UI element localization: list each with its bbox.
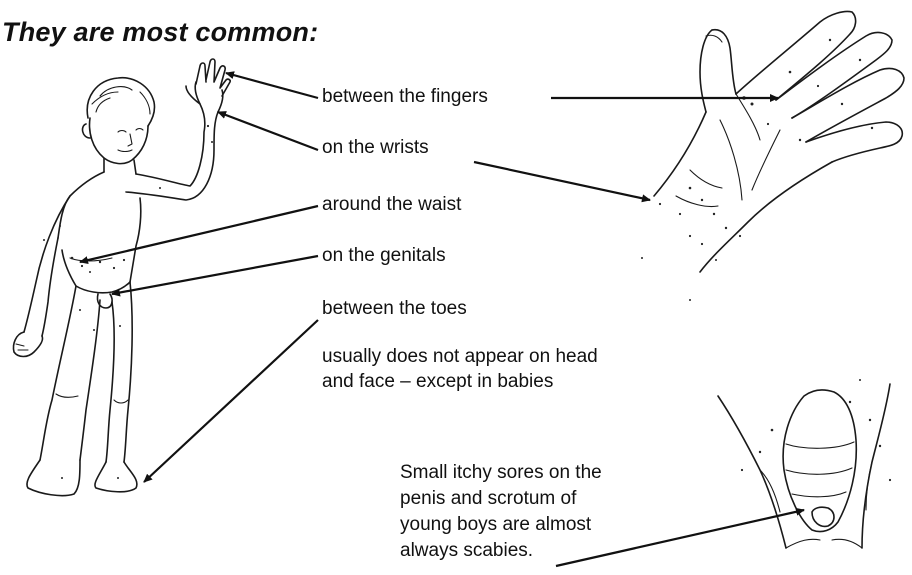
arrow-genitals [112,256,318,294]
hand-closeup-illustration [641,11,904,301]
scrotum-caption-line-2: penis and scrotum of [400,486,602,512]
scrotum-caption-line-1: Small itchy sores on the [400,460,602,486]
scrotum-caption-line-3: young boys are almost [400,512,602,538]
label-between-fingers: between the fingers [322,86,488,108]
arrow-wrist-hand [474,162,650,200]
label-on-genitals: on the genitals [322,245,446,267]
head-face-note-line-2: and face – except in babies [322,369,598,394]
label-around-waist: around the waist [322,194,461,216]
arrow-waist [80,206,318,262]
arrow-fingers-child [226,73,318,98]
label-on-wrists: on the wrists [322,137,429,159]
heading: They are most common: [2,17,318,48]
label-between-toes: between the toes [322,298,467,320]
arrow-wrist-child [218,112,318,150]
head-face-note: usually does not appear on head and face… [322,344,598,394]
arrow-toes [144,320,318,482]
head-face-note-line-1: usually does not appear on head [322,344,598,369]
scrotum-caption-line-4: always scabies. [400,538,602,564]
scrotum-caption: Small itchy sores on the penis and scrot… [400,460,602,564]
